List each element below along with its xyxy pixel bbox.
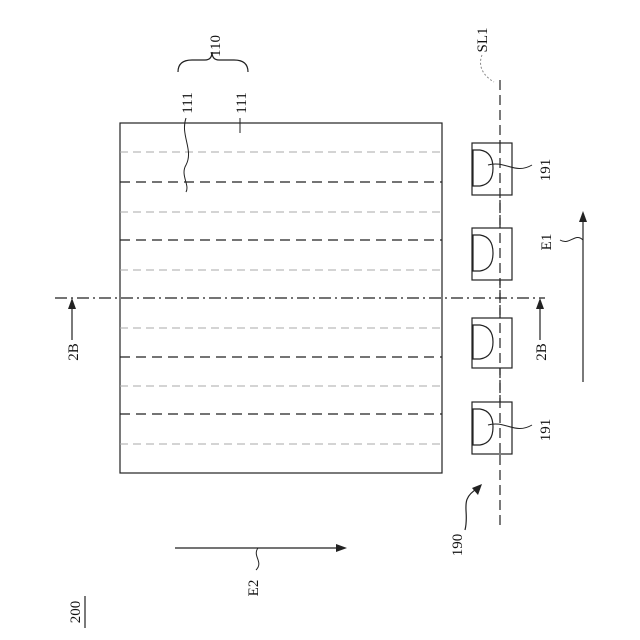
direction-e2-arrowhead: [336, 544, 347, 552]
label-191-top: 191: [538, 159, 554, 182]
leader-111-a: [184, 118, 189, 192]
light-source-4: [472, 402, 512, 454]
light-source-1: [472, 143, 512, 195]
label-190: 190: [450, 534, 466, 557]
label-111-b: 111: [234, 92, 250, 113]
light-source-3: [472, 318, 512, 368]
label-110: 110: [208, 35, 224, 57]
leader-sl1: [481, 55, 495, 82]
leader-190-arrowhead: [472, 484, 482, 495]
figure-number: 200: [68, 601, 84, 624]
label-2b-right: 2B: [534, 343, 550, 361]
light-source-2: [472, 228, 512, 280]
label-191-bottom: 191: [538, 419, 554, 442]
section-arrowhead-left: [68, 298, 76, 309]
label-e1: E1: [539, 234, 555, 251]
direction-e1-arrowhead: [579, 211, 587, 222]
label-2b-left: 2B: [66, 343, 82, 361]
section-arrowhead-right: [536, 298, 544, 309]
label-e2: E2: [246, 580, 262, 597]
leader-190: [465, 488, 478, 530]
label-111-a: 111: [180, 92, 196, 113]
leader-e2: [256, 548, 259, 570]
label-sl1: SL1: [475, 27, 491, 52]
leader-e1: [560, 237, 583, 241]
